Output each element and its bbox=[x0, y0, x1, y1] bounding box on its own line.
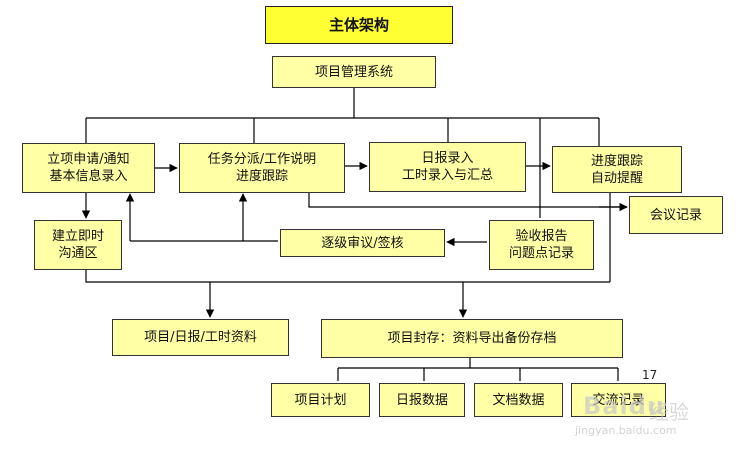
node-root-text: 项目管理系统 bbox=[314, 64, 393, 80]
node-archive: 项目封存：资料导出备份存档 bbox=[321, 319, 623, 358]
node-apply: 立项申请/通知 基本信息录入 bbox=[22, 143, 155, 193]
node-root: 项目管理系统 bbox=[272, 56, 436, 88]
node-task: 任务分派/工作说明 进度跟踪 bbox=[179, 143, 345, 193]
node-acceptance: 验收报告 问题点记录 bbox=[489, 220, 594, 270]
line-task-meeting bbox=[308, 193, 627, 208]
node-review-text: 逐级审议/签核 bbox=[321, 235, 404, 251]
node-comm-text: 交流记录 bbox=[592, 392, 645, 408]
node-daily-data: 日报数据 bbox=[379, 383, 465, 417]
node-track-line1: 进度跟踪 bbox=[590, 153, 643, 169]
node-doc-data: 文档数据 bbox=[474, 383, 563, 417]
node-meeting-text: 会议记录 bbox=[649, 207, 702, 223]
node-daily-line1: 日报录入 bbox=[421, 151, 474, 166]
node-task-line1: 任务分派/工作说明 bbox=[207, 152, 317, 167]
page-number: 17 bbox=[642, 368, 658, 382]
node-apply-line1: 立项申请/通知 bbox=[47, 152, 130, 167]
node-doc-data-text: 文档数据 bbox=[492, 392, 545, 408]
node-im: 建立即时 沟通区 bbox=[34, 220, 122, 270]
node-comm: 交流记录 bbox=[571, 383, 666, 417]
node-acceptance-line2: 问题点记录 bbox=[508, 246, 574, 261]
bottom-bus bbox=[85, 270, 610, 283]
node-review: 逐级审议/签核 bbox=[280, 229, 445, 257]
node-im-line1: 建立即时 bbox=[51, 229, 104, 244]
node-plan: 项目计划 bbox=[271, 383, 370, 417]
node-daily-data-text: 日报数据 bbox=[395, 392, 448, 408]
watermark-text: 经验 bbox=[649, 400, 689, 424]
node-data-text: 项目/日报/工时资料 bbox=[144, 330, 257, 345]
node-meeting: 会议记录 bbox=[629, 196, 723, 234]
node-plan-text: 项目计划 bbox=[294, 392, 347, 408]
node-track-line2: 自动提醒 bbox=[590, 170, 643, 186]
node-track: 进度跟踪 自动提醒 bbox=[552, 146, 682, 193]
node-acceptance-line1: 验收报告 bbox=[515, 229, 568, 244]
node-daily: 日报录入 工时录入与汇总 bbox=[369, 142, 526, 192]
node-archive-text: 项目封存：资料导出备份存档 bbox=[387, 331, 557, 346]
diagram-title: 主体架构 bbox=[265, 6, 453, 44]
node-task-line2: 进度跟踪 bbox=[235, 169, 288, 184]
node-daily-line2: 工时录入与汇总 bbox=[401, 168, 493, 183]
watermark-url: jingyan.baidu.com bbox=[575, 424, 677, 437]
diagram-title-text: 主体架构 bbox=[328, 15, 389, 34]
node-im-line2: 沟通区 bbox=[58, 246, 98, 261]
node-data: 项目/日报/工时资料 bbox=[112, 319, 289, 356]
watermark: Baidu 经验 jingyan.baidu.com bbox=[575, 392, 745, 459]
watermark-logo: Baidu bbox=[583, 392, 665, 420]
node-apply-line2: 基本信息录入 bbox=[49, 169, 128, 184]
